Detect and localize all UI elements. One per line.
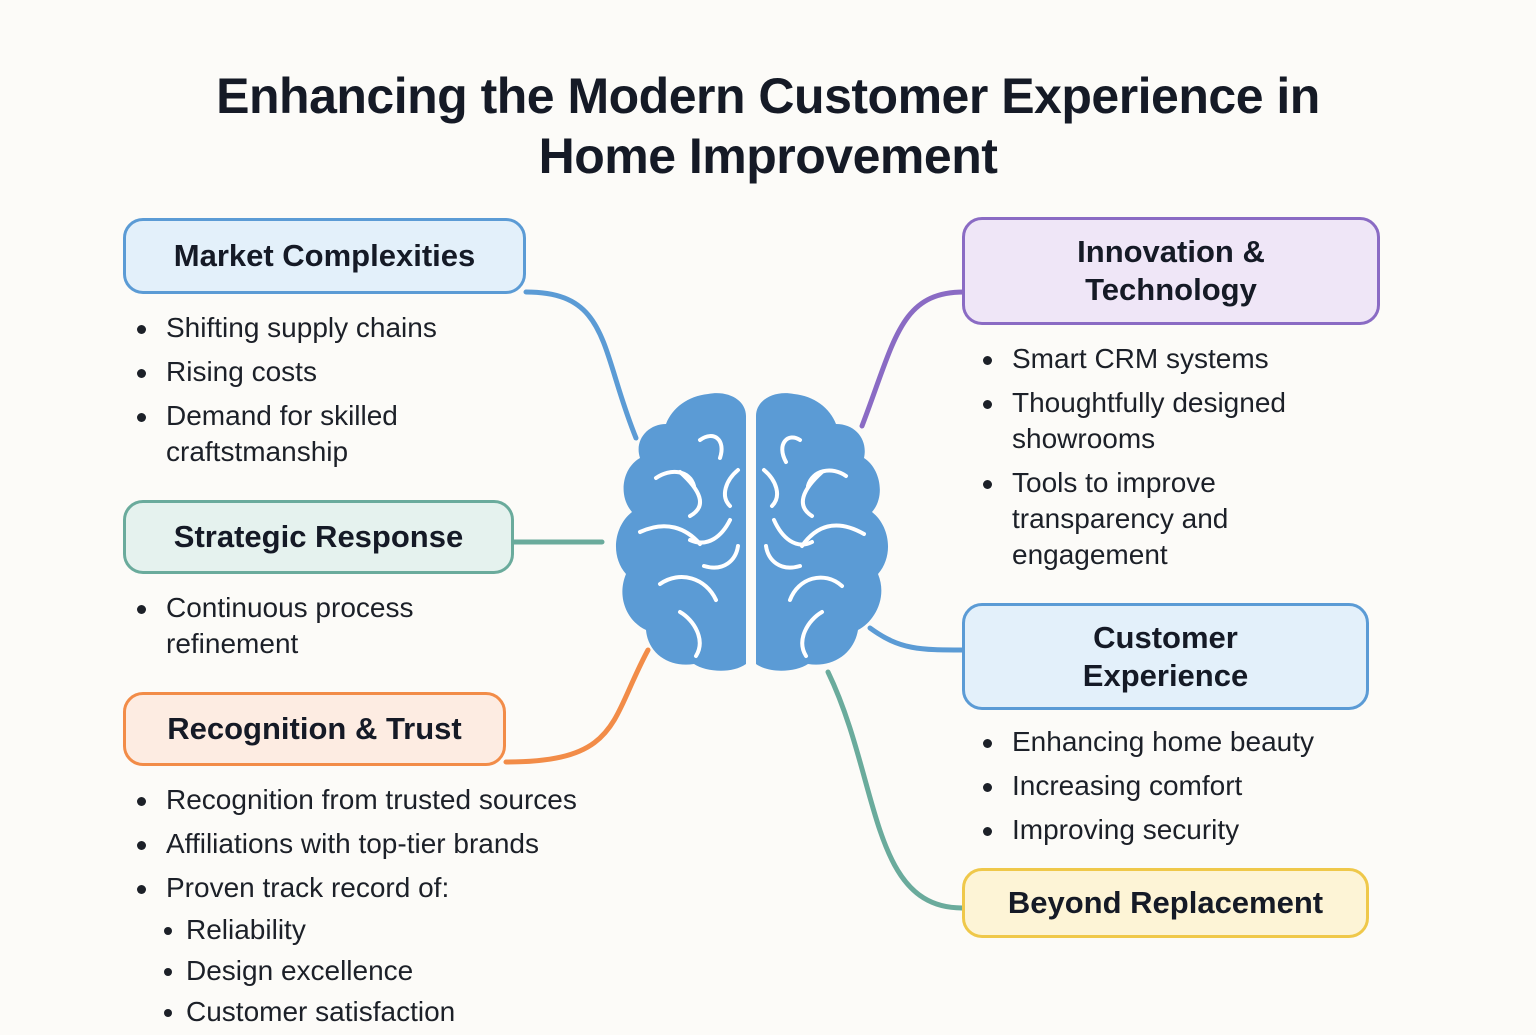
customer-experience-label-line-1: Customer [1093,619,1238,655]
list-item: Increasing comfort [980,768,1380,804]
sub-list-item: Design excellence [162,953,562,989]
strategic-response-box: Strategic Response [123,500,514,574]
brain-folds [638,434,866,658]
diagram-title: Enhancing the Modern Customer Experience… [0,66,1536,186]
innovation-technology-label-line-2: Technology [1085,272,1257,307]
innovation-technology-list: Smart CRM systems Thoughtfully designed … [980,341,1340,581]
list-item: Thoughtfully designed showrooms [980,385,1312,457]
list-item: Affiliations with top-tier brands [134,826,634,862]
brain-icon [615,393,889,671]
list-item: Enhancing home beauty [980,724,1380,760]
customer-experience-list: Enhancing home beauty Increasing comfort… [980,724,1380,856]
recognition-trust-label: Recognition & Trust [167,711,462,746]
recognition-trust-list: Recognition from trusted sources Affilia… [134,782,634,914]
list-item: Recognition from trusted sources [134,782,634,818]
beyond-replacement-label: Beyond Replacement [1007,885,1324,920]
list-item: Shifting supply chains [134,310,534,346]
list-item: Improving security [980,812,1380,848]
connector-customer-experience [867,625,967,653]
list-item: Demand for skilled craftstmanship [134,398,456,470]
list-item: Continuous process refinement [134,590,464,662]
list-item: Tools to improve transparency and engage… [980,465,1252,573]
connector-beyond-replacement [825,669,965,911]
recognition-trust-box: Recognition & Trust [123,692,506,766]
beyond-replacement-box: Beyond Replacement [962,868,1369,938]
title-line-1: Enhancing the Modern Customer Experience… [216,68,1320,124]
connector-market-complexities [523,289,639,441]
sub-list-item: Reliability [162,912,562,948]
list-item: Rising costs [134,354,534,390]
market-complexities-label: Market Complexities [173,238,476,273]
connector-recognition-trust [503,647,651,765]
brain-left-hemisphere [615,393,746,671]
customer-experience-box: Customer Experience [962,603,1369,710]
strategic-response-list: Continuous process refinement [134,590,464,670]
innovation-technology-label-line-1: Innovation & [1077,234,1265,269]
title-line-2: Home Improvement [538,128,998,184]
market-complexities-list: Shifting supply chains Rising costs Dema… [134,310,534,478]
strategic-response-label: Strategic Response [173,519,464,554]
list-item: Smart CRM systems [980,341,1340,377]
connector-innovation-technology [859,289,967,429]
innovation-technology-box: Innovation & Technology [962,217,1380,325]
list-item: Proven track record of: [134,870,634,906]
customer-experience-label-line-2: Experience [1082,657,1249,693]
market-complexities-box: Market Complexities [123,218,526,294]
recognition-trust-sublist: Reliability Design excellence Customer s… [162,912,562,1035]
sub-list-item: Customer satisfaction [162,994,562,1030]
